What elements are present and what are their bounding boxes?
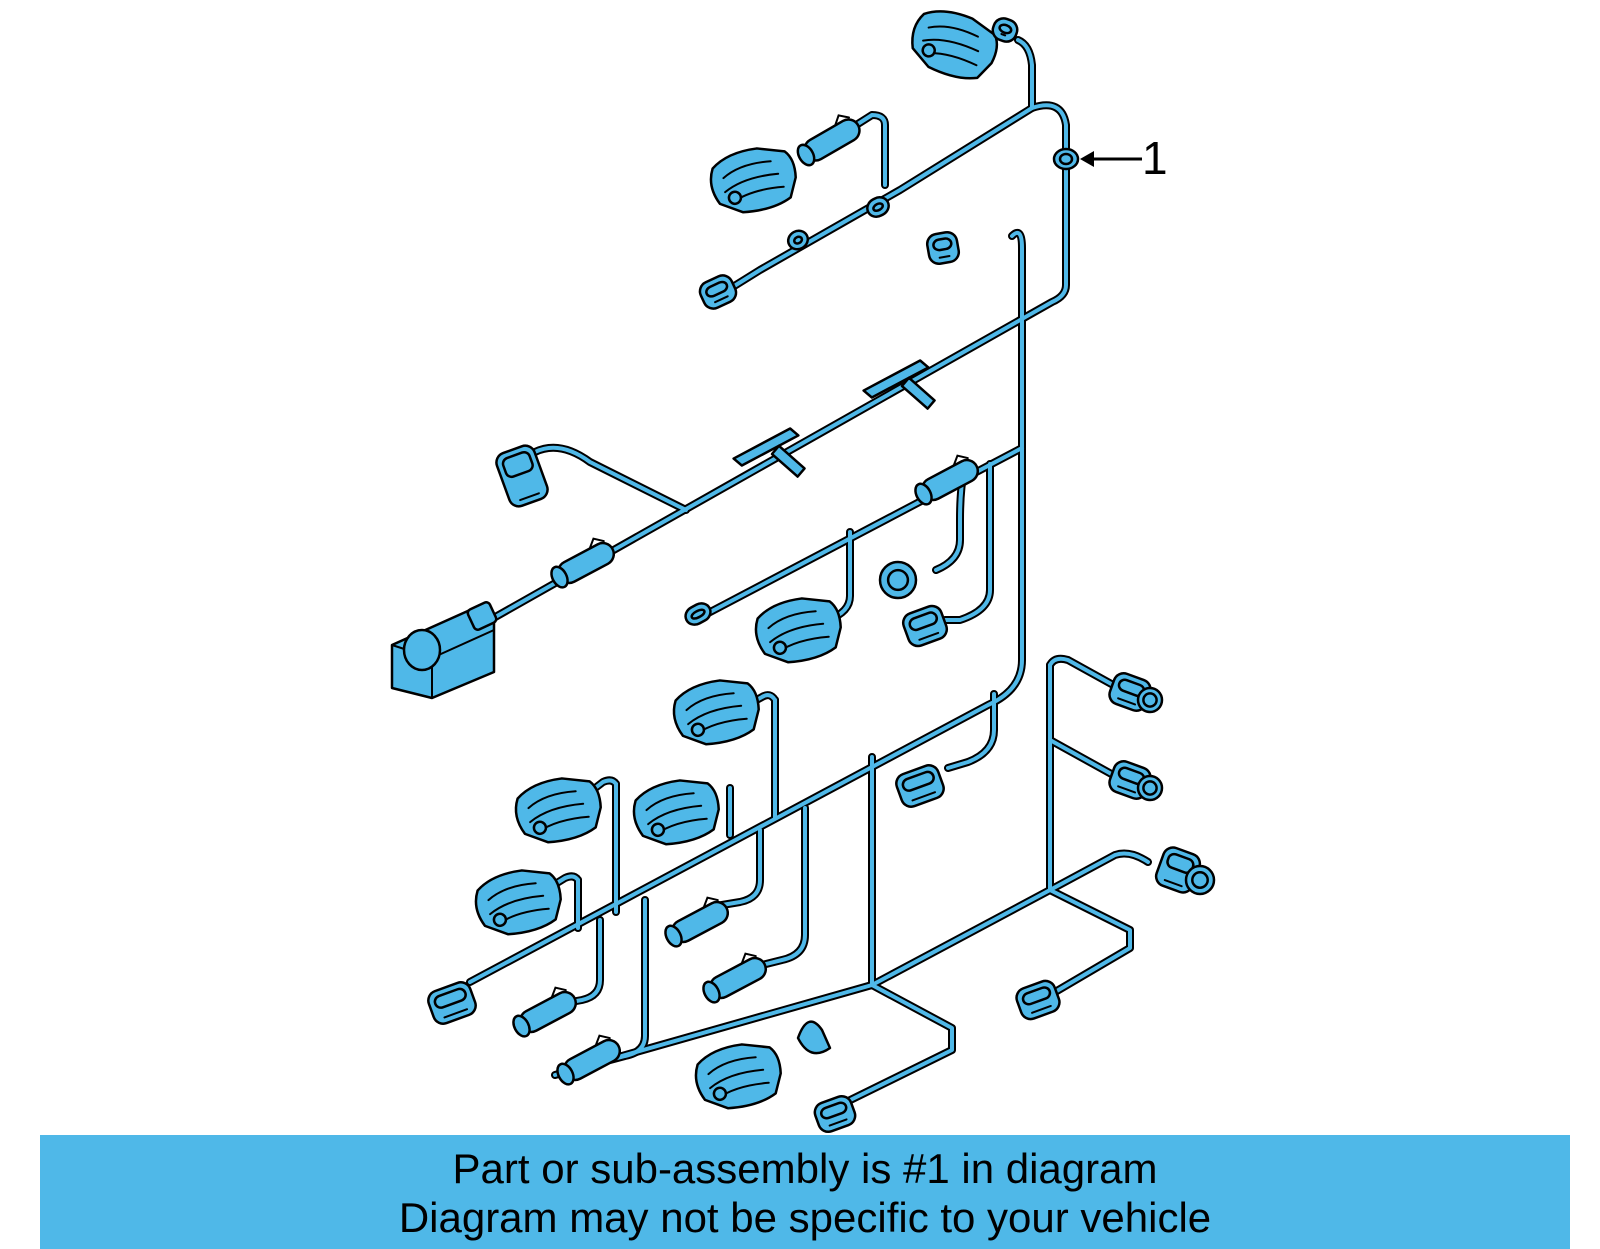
wire-core xyxy=(1048,738,1117,778)
wire-core xyxy=(713,38,1034,300)
connector-top xyxy=(911,10,999,80)
caption-line-1: Part or sub-assembly is #1 in diagram xyxy=(452,1145,1158,1192)
sensor-1 xyxy=(664,896,730,948)
connector-mid-upper xyxy=(925,230,961,266)
connector-right-1-cap xyxy=(1136,686,1164,714)
grommet-part-1 xyxy=(1052,147,1080,171)
control-module xyxy=(390,601,498,700)
connector-lower-2 xyxy=(514,777,602,844)
wire-core xyxy=(840,113,887,187)
connector-right-3-cap xyxy=(1184,864,1216,896)
wire-core xyxy=(588,778,618,794)
clip-trunk-2 xyxy=(732,427,806,478)
connector-lower-3 xyxy=(632,779,720,846)
sensor-2 xyxy=(702,952,768,1004)
wire-core xyxy=(1048,656,1117,688)
connector-mid-right xyxy=(901,604,949,648)
splice-bottom xyxy=(796,1020,832,1055)
caption-banner: Part or sub-assembly is #1 in diagram Di… xyxy=(40,1135,1570,1249)
wire-outline xyxy=(1046,661,1134,999)
callout-number: 1 xyxy=(1142,132,1168,184)
wire-core xyxy=(748,806,807,970)
wire-core xyxy=(488,103,1068,622)
inline-splice-mid xyxy=(914,454,980,506)
callout-arrow-icon xyxy=(1080,151,1094,167)
connector-top-elbow xyxy=(991,17,1019,43)
caption-line-2: Diagram may not be specific to your vehi… xyxy=(398,1194,1212,1241)
connector-tiny-mid xyxy=(684,602,712,626)
clip-trunk-lower xyxy=(550,537,616,589)
connector-lower-5 xyxy=(427,981,477,1025)
sensor-4 xyxy=(556,1034,622,1086)
sensor-3 xyxy=(512,986,578,1038)
wire-core xyxy=(558,918,602,1006)
connector-lower-4 xyxy=(474,869,562,936)
wire-core xyxy=(550,874,580,888)
harness-wires xyxy=(466,36,1152,1114)
wire-core xyxy=(943,462,992,622)
connector-upper-left xyxy=(709,147,797,214)
connector-bottom-right xyxy=(813,1094,857,1134)
wire-core xyxy=(468,231,1024,984)
wire-core xyxy=(1048,663,1132,997)
wire-core xyxy=(1048,851,1150,892)
callout-1: 1 xyxy=(1080,132,1168,184)
wire-core xyxy=(828,983,954,1112)
wire-core xyxy=(714,828,762,908)
connector-mid-left xyxy=(754,597,842,664)
wire-core xyxy=(533,445,688,512)
inline-fuse-holder xyxy=(796,114,861,167)
connector-right-4 xyxy=(1015,979,1061,1021)
wire-core xyxy=(608,898,647,1062)
connector-round-mid xyxy=(878,560,918,600)
wire-core xyxy=(946,692,996,770)
connector-small-upper xyxy=(698,274,738,310)
connector-left-round xyxy=(495,444,549,508)
connector-lower-mid xyxy=(895,764,945,808)
harness-connectors xyxy=(390,10,1216,1134)
connector-bottom-left xyxy=(694,1043,782,1110)
wire-outline xyxy=(826,981,956,1114)
connector-lower-1 xyxy=(672,679,760,746)
clip-trunk-1 xyxy=(862,359,936,410)
wire-outline xyxy=(606,896,649,1064)
clip-junction xyxy=(866,196,890,218)
connector-right-2-cap xyxy=(1136,774,1164,802)
clip-upper xyxy=(786,229,810,251)
wire-outline xyxy=(1046,849,1152,894)
wire-core xyxy=(870,888,1052,987)
